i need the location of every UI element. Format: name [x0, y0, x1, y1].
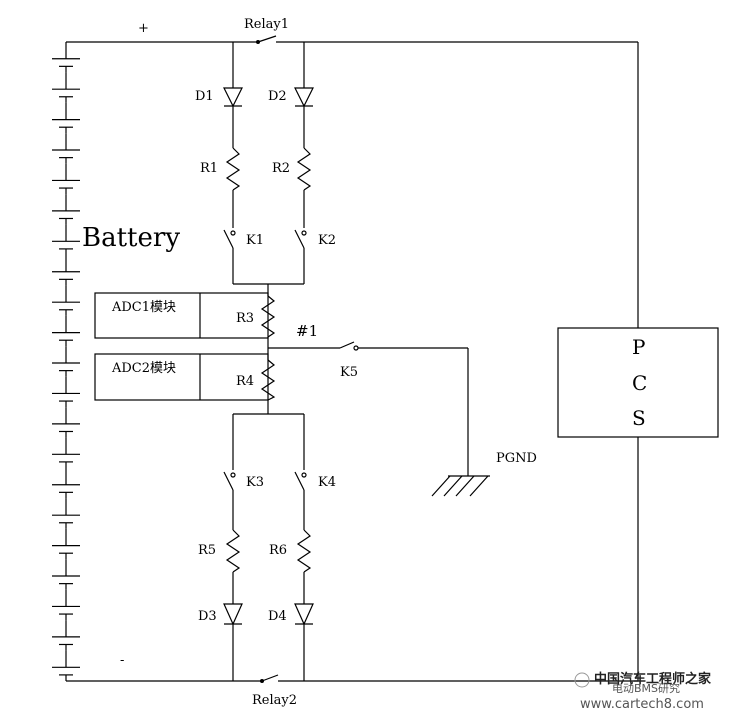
- watermark: 中国汽车工程师之家 电动BMS研究 www.cartech8.com: [574, 671, 712, 712]
- lower-left-branch: [223, 414, 243, 681]
- relay2-label: Relay2: [252, 693, 297, 708]
- r3-label: R3: [236, 311, 254, 326]
- r6-label: R6: [269, 543, 287, 558]
- d2-label: D2: [268, 89, 287, 104]
- k3-label: K3: [246, 475, 264, 490]
- battery-cells: [52, 42, 80, 681]
- relay1-label: Relay1: [244, 17, 289, 32]
- d1-label: D1: [195, 89, 214, 104]
- d3-label: D3: [198, 609, 217, 624]
- d4-label: D4: [268, 609, 287, 624]
- r1-label: R1: [200, 161, 218, 176]
- adc2-label: ADC2模块: [111, 361, 176, 376]
- adc1-label: ADC1模块: [111, 300, 176, 315]
- adc1-module: [94, 292, 269, 339]
- r4-label: R4: [236, 374, 254, 389]
- pcs-box: [557, 327, 719, 438]
- k2-label: K2: [318, 233, 336, 248]
- k1-label: K1: [246, 233, 264, 248]
- pgnd-label: PGND: [496, 451, 537, 466]
- top-rail: [66, 35, 639, 328]
- k5-label: K5: [340, 365, 358, 380]
- battery-label: Battery: [82, 223, 180, 253]
- minus-label: -: [120, 653, 124, 668]
- pcs-s-label: S: [632, 406, 646, 430]
- bottom-rail: [66, 437, 639, 683]
- k4-label: K4: [318, 475, 336, 490]
- pcs-c-label: C: [632, 371, 647, 395]
- pcs-p-label: P: [632, 335, 645, 359]
- watermark-url: www.cartech8.com: [580, 697, 704, 712]
- k5-ground-path: [268, 341, 490, 497]
- wechat-icon: [574, 672, 590, 688]
- watermark-line1: 中国汽车工程师之家: [594, 671, 712, 687]
- adc2-module: [94, 353, 269, 401]
- plus-label: +: [138, 21, 149, 36]
- node1-label: #1: [296, 322, 318, 340]
- r2-label: R2: [272, 161, 290, 176]
- lower-right-branch: [294, 414, 314, 681]
- upper-left-branch: [223, 42, 243, 284]
- watermark-line2: 电动BMS研究: [612, 681, 680, 695]
- r5-label: R5: [198, 543, 216, 558]
